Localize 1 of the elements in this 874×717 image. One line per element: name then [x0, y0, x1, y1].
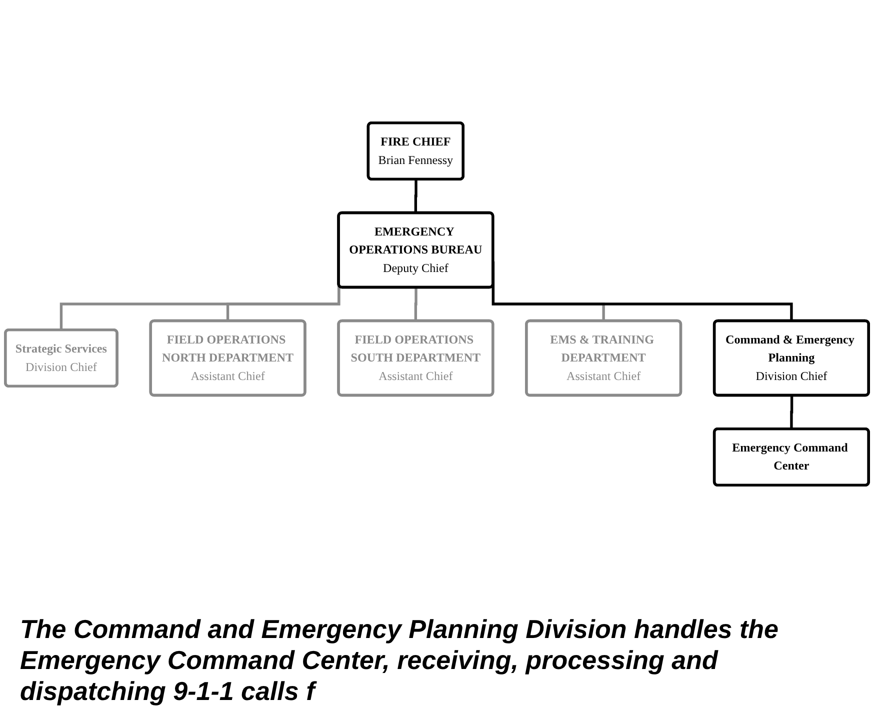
caption: The Command and Emergency Planning Division handles the Emergency Command Center, receiving, processing and dispatching 9-1-1 calls f — [20, 614, 780, 707]
